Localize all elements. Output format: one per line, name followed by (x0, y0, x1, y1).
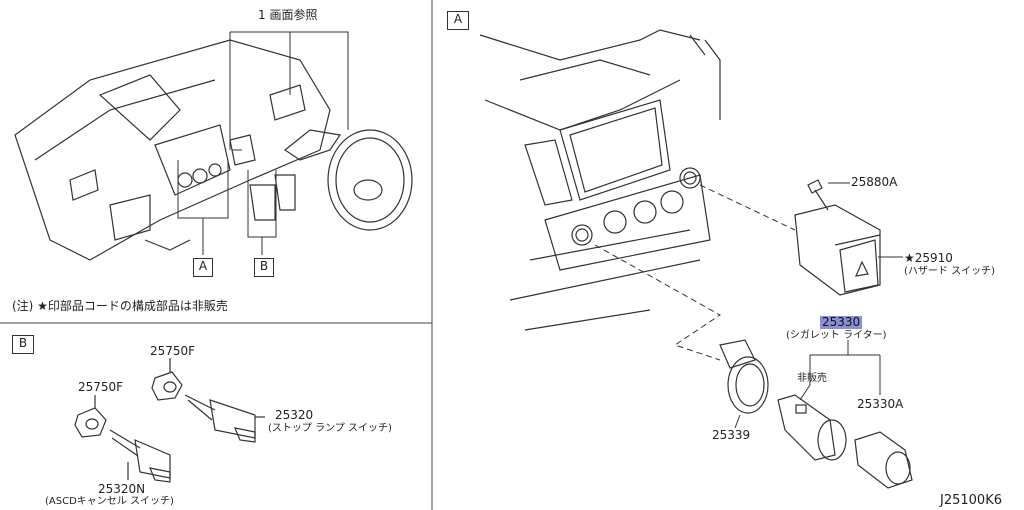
callout-a-tag: A (193, 258, 213, 277)
part-25320n-code: 25320N (98, 482, 146, 496)
part-25330-name: (シガレット ライター) (786, 330, 887, 341)
part-25910-code: ★25910 (904, 251, 953, 265)
part-25750f-top: 25750F (150, 344, 196, 358)
panel-b-illustration (74, 358, 265, 483)
panel-a-tag: A (447, 11, 469, 30)
part-25910-name: (ハザード スイッチ) (904, 266, 995, 277)
part-25880a: 25880A (851, 175, 898, 189)
part-25750f-left: 25750F (78, 380, 124, 394)
part-25320n-name: (ASCDキャンセル スイッチ) (45, 496, 174, 507)
diagram-code: J25100K6 (940, 493, 1002, 508)
note-text: (注) ★印部品コードの構成部品は非販売 (12, 299, 228, 313)
panel-b-tag: B (12, 335, 34, 354)
part-25330-code[interactable]: 25330 (820, 315, 863, 329)
dashboard-illustration (14, 31, 413, 261)
part-25320-name: (ストップ ランプ スイッチ) (268, 423, 392, 434)
part-25320-code: 25320 (275, 408, 314, 422)
callout-b-tag: B (254, 258, 274, 277)
reference-label: 1 画面参照 (258, 8, 318, 22)
not-sold-label: 非販売 (797, 373, 827, 384)
part-25330a: 25330A (857, 397, 904, 411)
part-25339: 25339 (712, 428, 751, 442)
